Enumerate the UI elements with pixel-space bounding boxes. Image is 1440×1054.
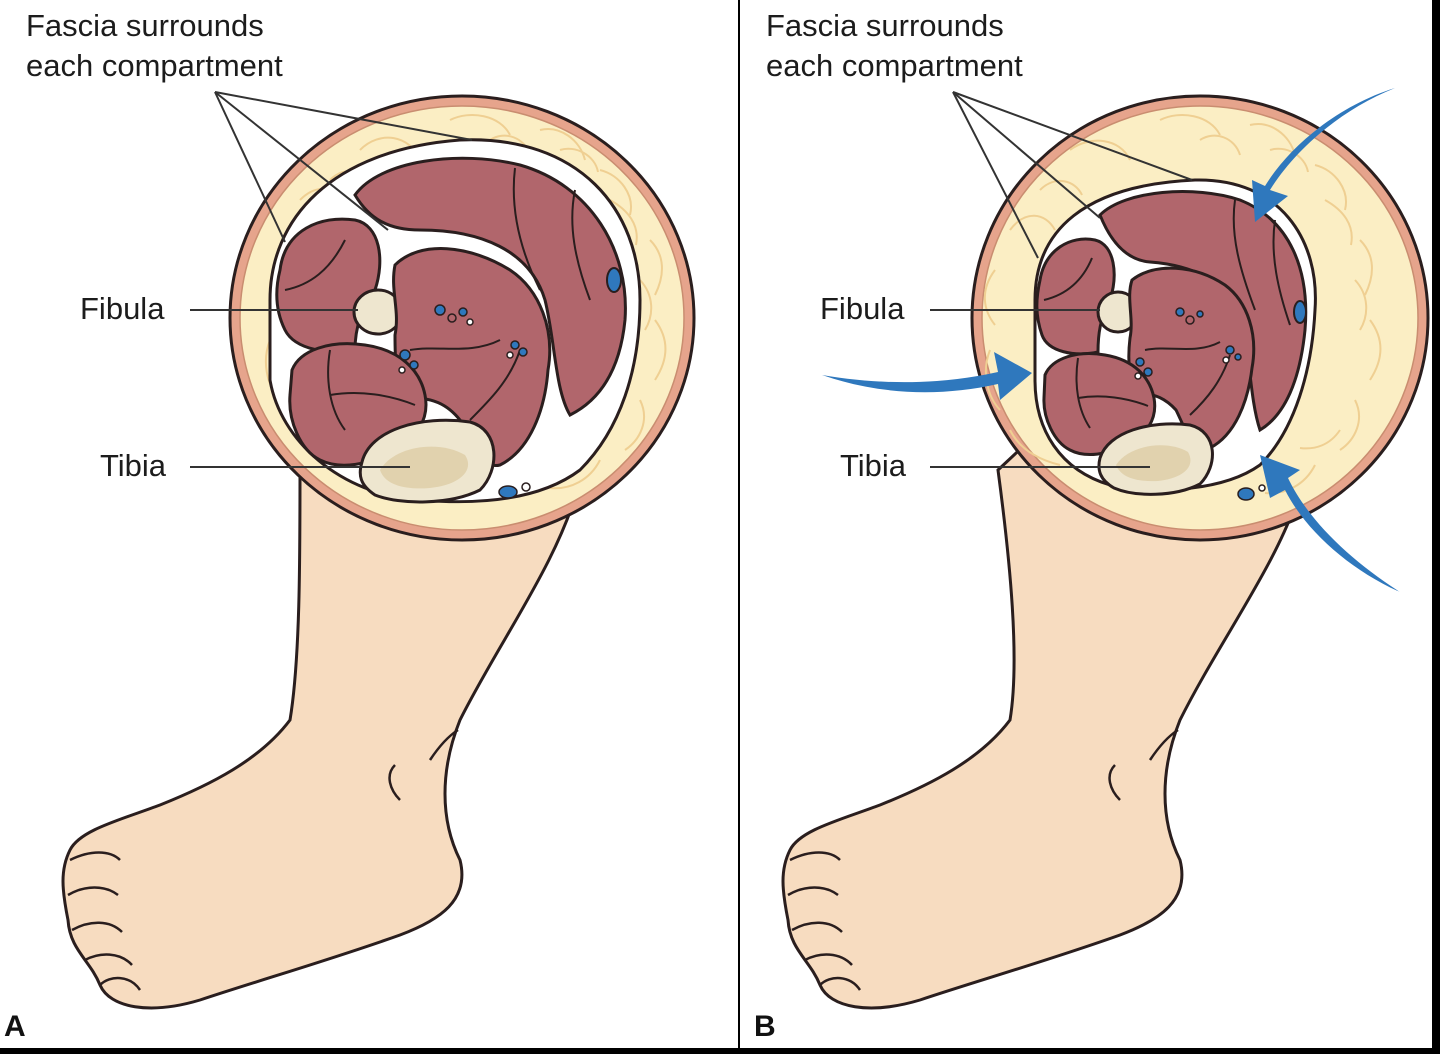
vessels <box>398 304 531 499</box>
ankle-crease <box>1108 728 1179 801</box>
muscle-crescent <box>1098 190 1308 433</box>
pressure-arrows <box>822 88 1400 592</box>
leg-cross-section-swollen <box>781 88 1430 1010</box>
fibula-label-b: Fibula <box>820 291 905 326</box>
leg-foot-outline <box>61 437 583 1010</box>
toe-lines <box>787 851 862 991</box>
leader-lines <box>190 91 473 468</box>
fascia-label-line1-a: Fascia surrounds <box>26 8 264 43</box>
leg-cross-section-normal <box>61 91 696 1010</box>
pressure-arrow-upper-right <box>1252 88 1395 222</box>
tibia-label-b: Tibia <box>840 448 907 483</box>
panel-letter-a: A <box>4 1010 26 1043</box>
muscle-deep-posterior <box>392 247 552 467</box>
panel-a: Fascia surrounds each compartment Fibula… <box>0 0 738 1048</box>
panel-b: Fascia surrounds each compartment Fibula… <box>740 0 1432 1048</box>
muscle-crescent <box>353 156 627 417</box>
pressure-arrow-left <box>822 352 1032 400</box>
leader-lines <box>930 91 1193 468</box>
toe-lines <box>67 851 142 991</box>
fibula-label-a: Fibula <box>80 291 165 326</box>
fascia-label-line2-a: each compartment <box>26 48 283 83</box>
vessels <box>1134 307 1266 501</box>
leg-foot-outline <box>781 437 1303 1010</box>
ankle-crease <box>388 728 459 801</box>
tibia-label-a: Tibia <box>100 448 167 483</box>
fascia-label-line1-b: Fascia surrounds <box>766 8 1004 43</box>
panel-letter-b: B <box>754 1010 776 1043</box>
pressure-arrow-lower-right <box>1260 455 1400 592</box>
fascia-label-line2-b: each compartment <box>766 48 1023 83</box>
